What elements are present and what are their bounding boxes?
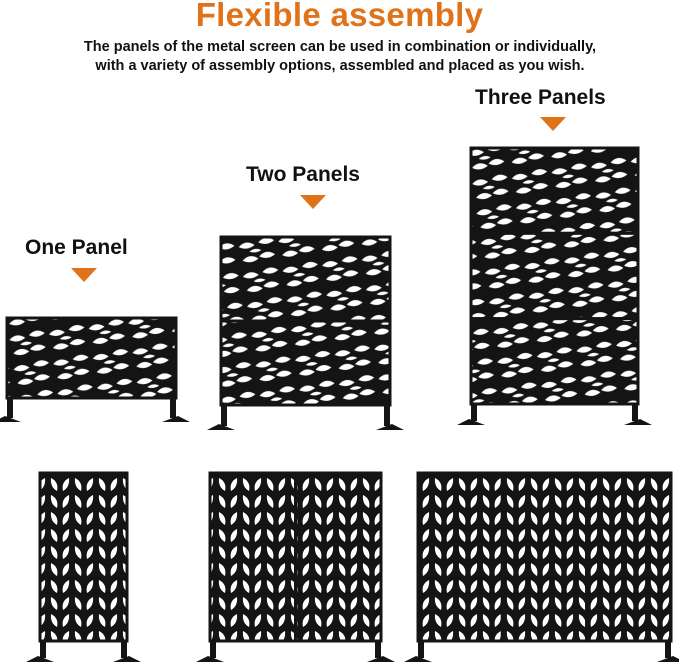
page-title: Flexible assembly — [195, 0, 484, 33]
screen-panel — [416, 471, 504, 643]
screen-panel — [500, 471, 589, 643]
subtitle-line-1: The panels of the metal screen can be us… — [83, 39, 597, 55]
frame-foot — [162, 416, 190, 422]
frame-foot — [0, 416, 21, 422]
frame-foot — [367, 656, 395, 662]
frame-foot — [404, 656, 432, 662]
subtitle-line-2: with a variety of assembly options, asse… — [95, 58, 585, 74]
down-triangle-icon — [540, 117, 566, 131]
screen-panel — [294, 471, 383, 643]
label-one-panel: One Panel — [25, 236, 128, 259]
screen-panel — [585, 471, 673, 643]
frame-foot — [457, 419, 485, 425]
screen-panel — [208, 471, 297, 643]
screen-panel — [5, 316, 178, 400]
frame-foot — [207, 424, 235, 430]
page-subtitle: The panels of the metal screen can be us… — [30, 38, 650, 76]
label-three-panels: Three Panels — [475, 86, 606, 109]
frame-foot — [113, 656, 141, 662]
screen-panel — [38, 471, 129, 643]
screen-panel — [219, 319, 392, 407]
frame-foot — [376, 424, 404, 430]
screen-panel — [469, 146, 640, 235]
screen-panel — [469, 231, 640, 321]
frame-foot — [26, 656, 54, 662]
screen-panel — [219, 235, 392, 323]
frame-foot — [657, 656, 679, 662]
down-triangle-icon — [71, 268, 97, 282]
down-triangle-icon — [300, 195, 326, 209]
frame-foot — [624, 419, 652, 425]
screen-panel — [469, 317, 640, 406]
frame-foot — [196, 656, 224, 662]
label-two-panels: Two Panels — [246, 163, 360, 186]
